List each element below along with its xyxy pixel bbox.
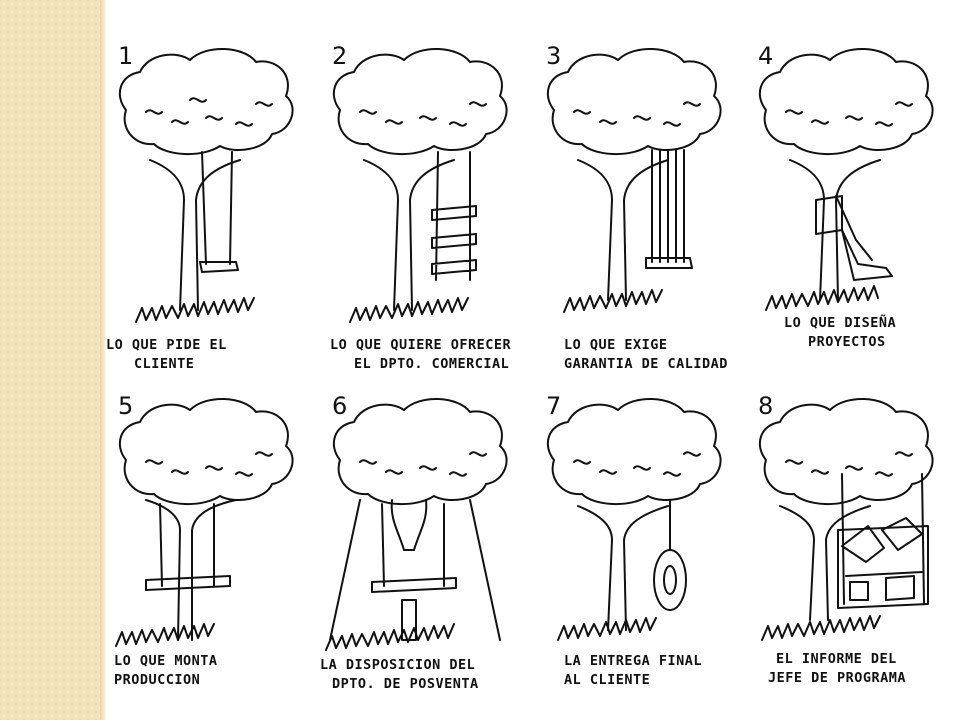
caption-line: LO QUE QUIERE OFRECER: [330, 337, 512, 353]
caption-line: GARANTIA DE CALIDAD: [564, 356, 728, 372]
panel-1: 1 LO QUE PIDE EL CLIENTE: [106, 0, 320, 372]
panel-caption: LO QUE DISEÑA PROYECTOS: [784, 314, 960, 352]
panel-caption: LO QUE EXIGE GARANTIA DE CALIDAD: [564, 336, 778, 374]
caption-line: PRODUCCION: [114, 672, 201, 688]
panel-number: 1: [118, 42, 134, 70]
caption-line: LO QUE DISEÑA: [784, 315, 897, 331]
sidebar-edge: [100, 0, 106, 720]
tree-multi-rope-swing-illustration: [546, 47, 722, 313]
caption-line: EL INFORME DEL: [776, 651, 897, 667]
slide-canvas: 1 LO QUE PIDE EL CLIENTE 2 LO QUE QUIERE…: [106, 0, 960, 720]
panel-number: 3: [546, 42, 562, 70]
caption-line: EL DPTO. COMERCIAL: [354, 356, 510, 372]
tree-simple-swing-illustration: [118, 47, 294, 323]
caption-line: DPTO. DE POSVENTA: [332, 676, 479, 692]
panel-5: 5 LO QUE MONTA PRODUCCION: [106, 350, 320, 700]
caption-line: LA DISPOSICION DEL: [320, 657, 476, 673]
panel-number: 7: [546, 392, 562, 420]
panel-number: 8: [758, 392, 774, 420]
caption-line: PROYECTOS: [808, 334, 886, 350]
panel-caption: LO QUE QUIERE OFRECER EL DPTO. COMERCIAL: [330, 336, 544, 374]
panel-4: 4 LO QUE DISEÑA PROYECTOS: [746, 0, 960, 350]
caption-line: LA ENTREGA FINAL: [564, 653, 703, 669]
panel-caption: LA DISPOSICION DEL DPTO. DE POSVENTA: [320, 656, 534, 694]
caption-line: LO QUE MONTA: [114, 653, 218, 669]
tree-ladder-illustration: [332, 47, 508, 323]
panel-3: 3 LO QUE EXIGE GARANTIA DE CALIDAD: [534, 0, 748, 372]
panel-8: 8 EL INFORME DEL JEFE DE PROGRAMA: [746, 350, 960, 700]
panel-number: 6: [332, 392, 348, 420]
panel-number: 4: [758, 42, 774, 70]
panel-number: 5: [118, 392, 134, 420]
tree-tire-swing-illustration: [546, 397, 722, 641]
caption-line: JEFE DE PROGRAMA: [768, 670, 907, 686]
panel-caption: LA ENTREGA FINAL AL CLIENTE: [564, 652, 778, 690]
tree-propped-swing-illustration: [325, 397, 508, 651]
panel-caption: LO QUE MONTA PRODUCCION: [114, 652, 328, 690]
caption-line: AL CLIENTE: [564, 672, 651, 688]
caption-line: LO QUE EXIGE: [564, 337, 668, 353]
panel-2: 2 LO QUE QUIERE OFRECER EL DPTO. COMERCI…: [320, 0, 534, 372]
tree-board-through-trunk-illustration: [115, 397, 294, 647]
decorative-sidebar: [0, 0, 100, 720]
caption-line: CLIENTE: [134, 356, 195, 372]
tree-swing-on-trunk-illustration: [758, 47, 934, 311]
tree-luxury-swing-illustration: [758, 397, 934, 641]
panel-7: 7 LA ENTREGA FINAL AL CLIENTE: [534, 350, 748, 700]
panel-caption: LO QUE PIDE EL CLIENTE: [106, 336, 320, 374]
panel-caption: EL INFORME DEL JEFE DE PROGRAMA: [768, 650, 960, 688]
caption-line: LO QUE PIDE EL: [106, 337, 227, 353]
panel-number: 2: [332, 42, 348, 70]
panel-6: 6 LA DISPOSICION DEL DPTO. DE POSVENTA: [320, 350, 534, 700]
